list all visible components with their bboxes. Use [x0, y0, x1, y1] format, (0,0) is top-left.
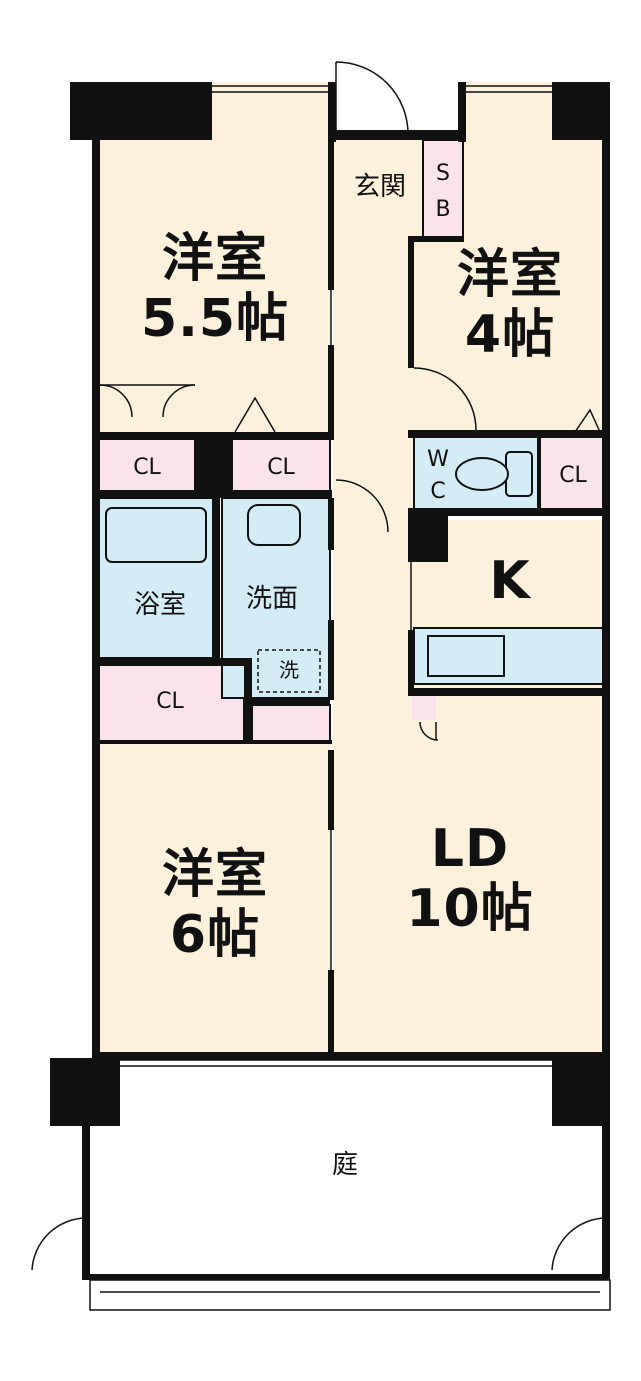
- toilet-tank: [505, 451, 533, 497]
- closet-2-name: CL: [267, 455, 295, 480]
- hall-floor: [333, 240, 413, 550]
- western-room-2-size: 4帖: [464, 305, 556, 365]
- shoe-box-area: [422, 139, 464, 239]
- laundry-name: 洗: [279, 658, 299, 682]
- western-room-3-size: 6帖: [169, 905, 261, 965]
- walls: [50, 82, 610, 1280]
- kitchen-pink-pillar: [412, 692, 436, 720]
- balcony-strip-top-left: [212, 82, 330, 142]
- shoe-box-line2: B: [435, 197, 451, 222]
- garden-name: 庭: [331, 1150, 358, 1180]
- bathroom-name: 浴室: [133, 590, 186, 620]
- toilet-bowl: [455, 457, 509, 491]
- closet-area-2: [231, 437, 331, 494]
- bathtub: [105, 507, 207, 563]
- room-floor-western-1: [96, 140, 331, 438]
- entrance-floor: [333, 140, 423, 240]
- western-room-1-size: 5.5帖: [140, 289, 290, 349]
- wc-line1: W: [427, 447, 449, 472]
- closet-3-name: CL: [559, 463, 587, 488]
- western-room-2-name: 洋室: [456, 245, 563, 305]
- washroom-name: 洗面: [245, 584, 298, 614]
- balcony-strip-top-right: [462, 82, 554, 142]
- closet-1-name: CL: [133, 455, 161, 480]
- western-room-1-name: 洋室: [161, 229, 268, 289]
- storage-small: [251, 704, 331, 744]
- laundry-pan: [257, 649, 321, 693]
- closet-area-3: [539, 434, 607, 512]
- kitchen-name: K: [489, 551, 531, 611]
- ld-name: LD: [430, 819, 510, 879]
- room-floor-western-3: [96, 740, 331, 1055]
- shoe-box-line1: S: [436, 161, 450, 186]
- closet-4-name: CL: [156, 689, 184, 714]
- ld-size: 10帖: [406, 879, 534, 939]
- entrance-name: 玄関: [353, 172, 406, 202]
- kitchen-sink: [427, 635, 505, 677]
- wc-line2: C: [430, 479, 446, 504]
- thin-lines: [31, 61, 611, 1311]
- closet-area-4: [95, 663, 245, 743]
- western-room-3-name: 洋室: [161, 845, 268, 905]
- sink-basin: [247, 504, 301, 546]
